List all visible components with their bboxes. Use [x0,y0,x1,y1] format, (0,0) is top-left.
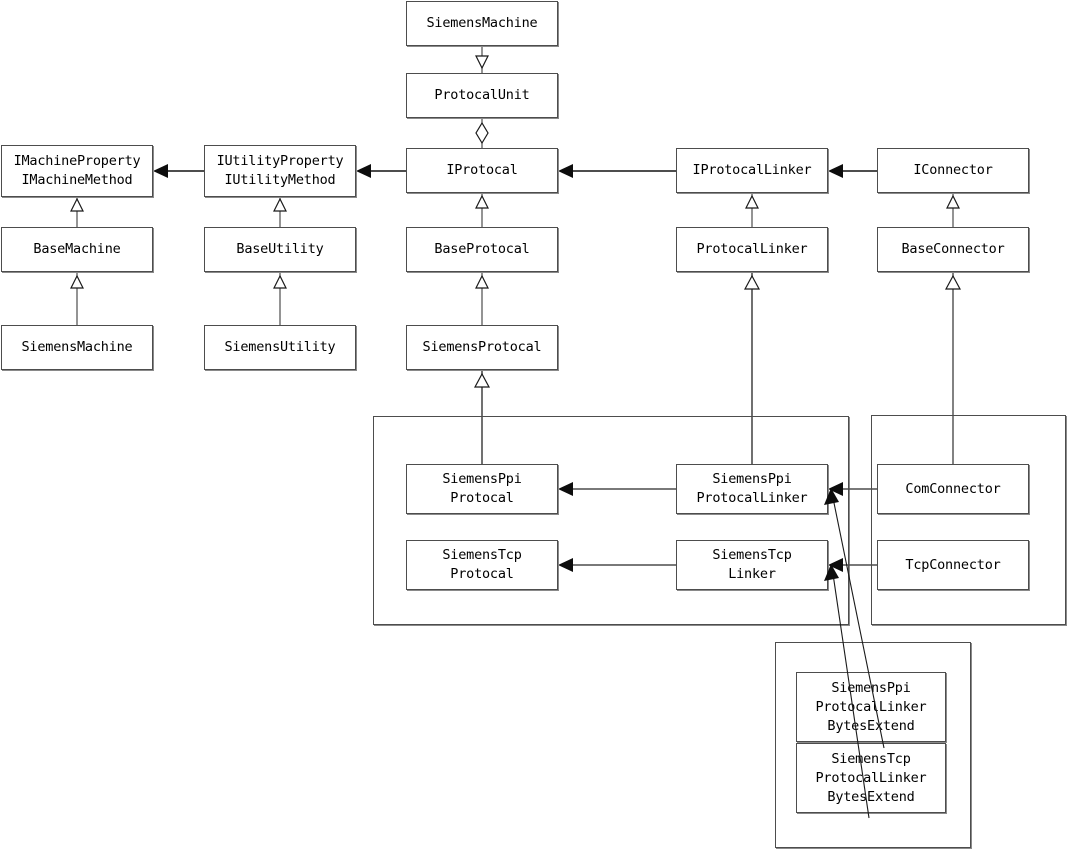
edge-comconnector-baseconnector [944,272,962,464]
edge-protocalunit-iprotocal [475,118,489,148]
edge-iprotocal-iutility [356,164,406,178]
class-box-iconnector[interactable]: IConnector [877,148,1029,193]
class-box-siemens-utility[interactable]: SiemensUtility [204,325,356,370]
class-box-base-protocal[interactable]: BaseProtocal [406,227,558,272]
class-box-base-utility[interactable]: BaseUtility [204,227,356,272]
class-box-iprotocal-linker[interactable]: IProtocalLinker [676,148,828,193]
class-box-siemens-ppi-bytes[interactable]: SiemensPpi ProtocalLinker BytesExtend [796,672,946,742]
class-box-base-machine[interactable]: BaseMachine [1,227,153,272]
edge-protocallinker-iprotocallinker [745,193,759,227]
class-box-imachine[interactable]: IMachineProperty IMachineMethod [1,145,153,197]
edge-iprotocallinker-iprotocal [558,164,676,178]
edge-ppilinker-protocallinker [743,272,761,464]
class-box-siemens-tcp-linker[interactable]: SiemensTcp Linker [676,540,828,590]
edge-iconnector-iprotocallinker [828,164,877,178]
edge-siemensmachine-basemachine [70,272,84,325]
class-box-siemens-tcp-protocal[interactable]: SiemensTcp Protocal [406,540,558,590]
class-box-siemens-ppi-linker[interactable]: SiemensPpi ProtocalLinker [676,464,828,514]
edge-comconnector-ppilinker [828,482,877,496]
edge-iutility-imachine [153,164,204,178]
edge-ppilinker-ppiprotocal [558,482,676,496]
class-box-siemens-tcp-bytes[interactable]: SiemensTcp ProtocalLinker BytesExtend [796,743,946,813]
class-box-siemens-machine[interactable]: SiemensMachine [1,325,153,370]
edge-siemensprotocal-baseprotocal [475,272,489,325]
class-box-base-connector[interactable]: BaseConnector [877,227,1029,272]
class-box-tcp-connector[interactable]: TcpConnector [877,540,1029,590]
class-box-protocal-unit[interactable]: ProtocalUnit [406,73,558,118]
class-box-iprotocal[interactable]: IProtocal [406,148,558,193]
class-box-iutility[interactable]: IUtilityProperty IUtilityMethod [204,145,356,197]
class-box-protocal-linker[interactable]: ProtocalLinker [676,227,828,272]
edge-tcplinker-tcpprotocal [558,558,676,572]
edge-baseutility-iutility [273,197,287,227]
class-box-com-connector[interactable]: ComConnector [877,464,1029,514]
edge-baseconnector-iconnector [946,193,960,227]
class-box-siemens-ppi-protocal[interactable]: SiemensPpi Protocal [406,464,558,514]
class-box-siemens-machine-top[interactable]: SiemensMachine [406,1,558,46]
edge-tcpconnector-tcplinker [828,558,877,572]
edge-ppiprotocal-siemensprotocal [473,370,491,464]
edge-basemachine-imachine [70,197,84,227]
edge-siemensutility-baseutility [273,272,287,325]
class-box-siemens-protocal[interactable]: SiemensProtocal [406,325,558,370]
edge-baseprotocal-iprotocal [475,193,489,227]
edge-siemensmachine-protocalunit [475,46,489,73]
